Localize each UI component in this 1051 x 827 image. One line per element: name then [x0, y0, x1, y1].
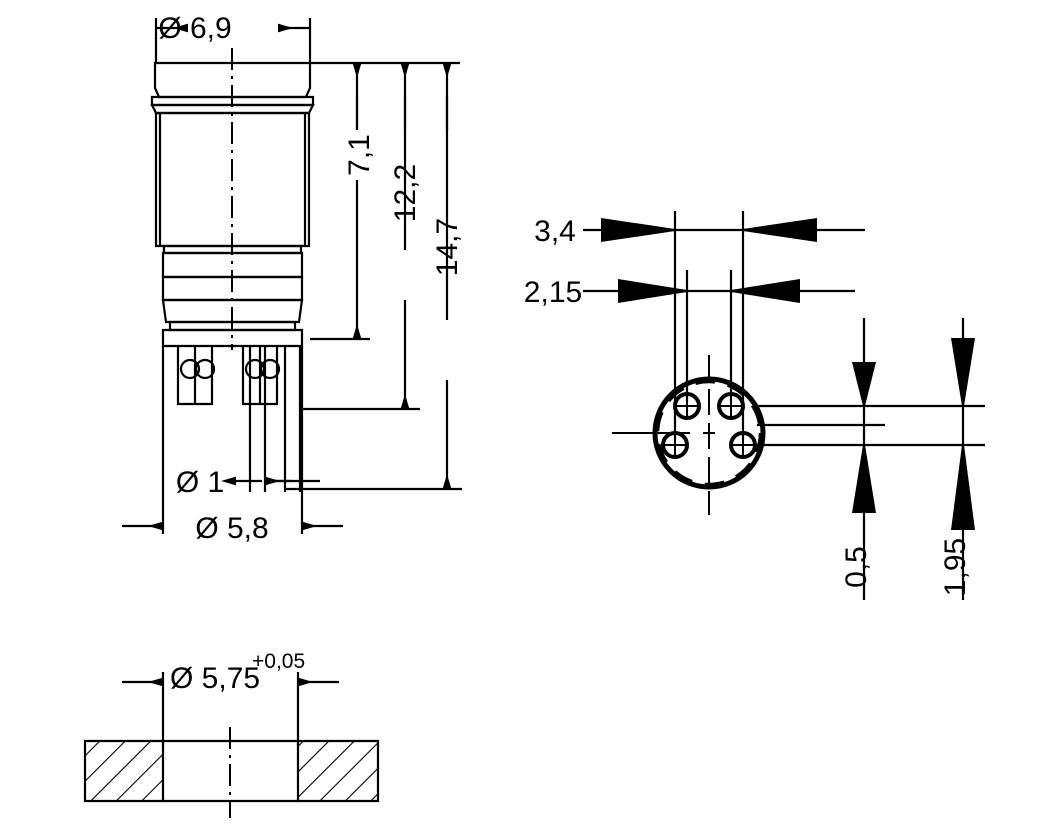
label-dia-1: Ø 1: [176, 466, 224, 499]
label-pitch-3-4: 3,4: [534, 215, 576, 248]
label-pitch-2-15: 2,15: [524, 276, 582, 309]
dimension-pitch-3-4: [583, 218, 865, 242]
label-pitch-0-5: 0,5: [840, 546, 873, 588]
section-view: [83, 672, 380, 818]
label-len-14-7: 14,7: [431, 218, 464, 276]
front-view-body: [150, 61, 315, 492]
label-dia-5-75: Ø 5,75: [170, 662, 260, 695]
label-dia-5-75-tolerance: +0,05: [252, 650, 305, 673]
label-dia-6-9: Ø 6,9: [158, 12, 231, 45]
dimension-dia-6-9: [154, 18, 312, 62]
dimension-pitch-1-95: [951, 318, 975, 600]
dimension-pitch-2-15: [583, 279, 855, 303]
dimension-len-14-7: [285, 63, 462, 491]
dimension-dia-5-8: [122, 346, 343, 534]
dimension-len-7-1: [310, 61, 460, 341]
dimension-pitch-0-5: [852, 318, 876, 600]
label-len-7-1: 7,1: [343, 134, 376, 176]
end-view-right-extension-lines: [755, 404, 985, 447]
label-len-12-2: 12,2: [389, 164, 422, 222]
label-dia-5-8: Ø 5,8: [195, 512, 268, 545]
label-pitch-1-95: 1,95: [939, 538, 972, 596]
dimension-len-12-2: [302, 63, 420, 411]
